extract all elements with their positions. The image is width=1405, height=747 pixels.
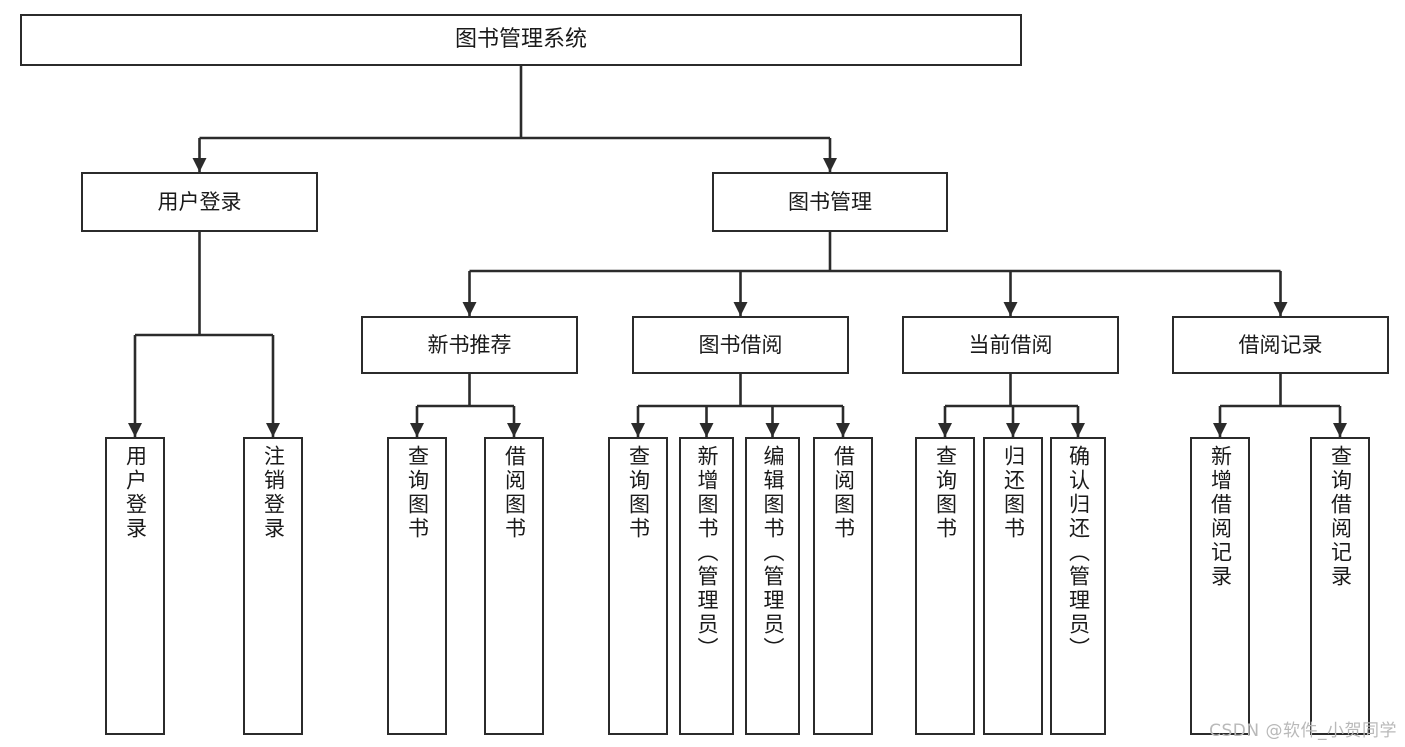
arrow-head — [1003, 302, 1018, 316]
arrow-head — [765, 423, 780, 437]
node-leaf-user-login[interactable]: 用户登录 — [105, 437, 165, 735]
arrow-head — [699, 423, 714, 437]
arrow-head — [733, 302, 748, 316]
node-leaf-query-book-2[interactable]: 查询图书 — [608, 437, 668, 735]
node-leaf-edit-book[interactable]: 编辑图书（管理员） — [745, 437, 800, 735]
node-leaf-query-book-1[interactable]: 查询图书 — [387, 437, 447, 735]
arrow-head — [938, 423, 952, 437]
node-label: 查询借阅记录 — [1328, 445, 1353, 589]
node-label: 查询图书 — [405, 445, 430, 541]
arrow-head — [1213, 423, 1227, 437]
node-label: 用户登录 — [157, 189, 242, 214]
node-label: 查询图书 — [626, 445, 651, 541]
arrow-head — [192, 158, 207, 172]
node-leaf-return-book[interactable]: 归还图书 — [983, 437, 1043, 735]
node-book-borrow[interactable]: 图书借阅 — [632, 316, 849, 374]
node-leaf-add-record[interactable]: 新增借阅记录 — [1190, 437, 1250, 735]
node-borrow-record[interactable]: 借阅记录 — [1172, 316, 1389, 374]
node-label: 新增图书（管理员） — [695, 445, 719, 661]
arrow-head — [836, 423, 850, 437]
node-label: 借阅记录 — [1238, 332, 1323, 357]
node-current-borrow[interactable]: 当前借阅 — [902, 316, 1119, 374]
arrow-head — [823, 158, 837, 172]
arrow-head — [1006, 423, 1020, 437]
node-label: 借阅图书 — [502, 445, 527, 541]
arrow-head — [507, 423, 521, 437]
arrow-head — [1333, 423, 1347, 437]
node-leaf-add-book[interactable]: 新增图书（管理员） — [679, 437, 734, 735]
node-book-manage[interactable]: 图书管理 — [712, 172, 948, 232]
node-label: 注销登录 — [261, 445, 286, 541]
arrow-head — [1273, 302, 1288, 316]
arrow-head — [266, 423, 280, 437]
watermark: CSDN @软件_小贺同学 — [1209, 721, 1397, 741]
node-user-login[interactable]: 用户登录 — [81, 172, 318, 232]
node-label: 查询图书 — [933, 445, 958, 541]
node-label: 图书借阅 — [698, 332, 783, 357]
node-leaf-borrow-book-2[interactable]: 借阅图书 — [813, 437, 873, 735]
node-label: 当前借阅 — [968, 332, 1053, 357]
arrow-head — [410, 423, 424, 437]
node-label: 编辑图书（管理员） — [761, 445, 785, 661]
node-leaf-query-book-3[interactable]: 查询图书 — [915, 437, 975, 735]
node-label: 图书管理 — [788, 189, 872, 214]
node-label: 确认归还（管理员） — [1066, 445, 1091, 661]
node-label: 新增借阅记录 — [1208, 445, 1233, 589]
node-label: 归还图书 — [1001, 445, 1026, 541]
node-label: 用户登录 — [123, 445, 148, 541]
node-leaf-logout[interactable]: 注销登录 — [243, 437, 303, 735]
arrow-head — [128, 423, 142, 437]
node-leaf-query-record[interactable]: 查询借阅记录 — [1310, 437, 1370, 735]
node-leaf-borrow-book-1[interactable]: 借阅图书 — [484, 437, 544, 735]
arrow-head — [631, 423, 645, 437]
node-root[interactable]: 图书管理系统 — [20, 14, 1022, 66]
node-label: 新书推荐 — [427, 332, 512, 357]
node-leaf-confirm-return[interactable]: 确认归还（管理员） — [1050, 437, 1106, 735]
node-label: 借阅图书 — [831, 445, 856, 541]
arrow-head — [462, 302, 477, 316]
node-new-book-rec[interactable]: 新书推荐 — [361, 316, 578, 374]
arrow-head — [1071, 423, 1085, 437]
node-label: 图书管理系统 — [454, 27, 587, 53]
